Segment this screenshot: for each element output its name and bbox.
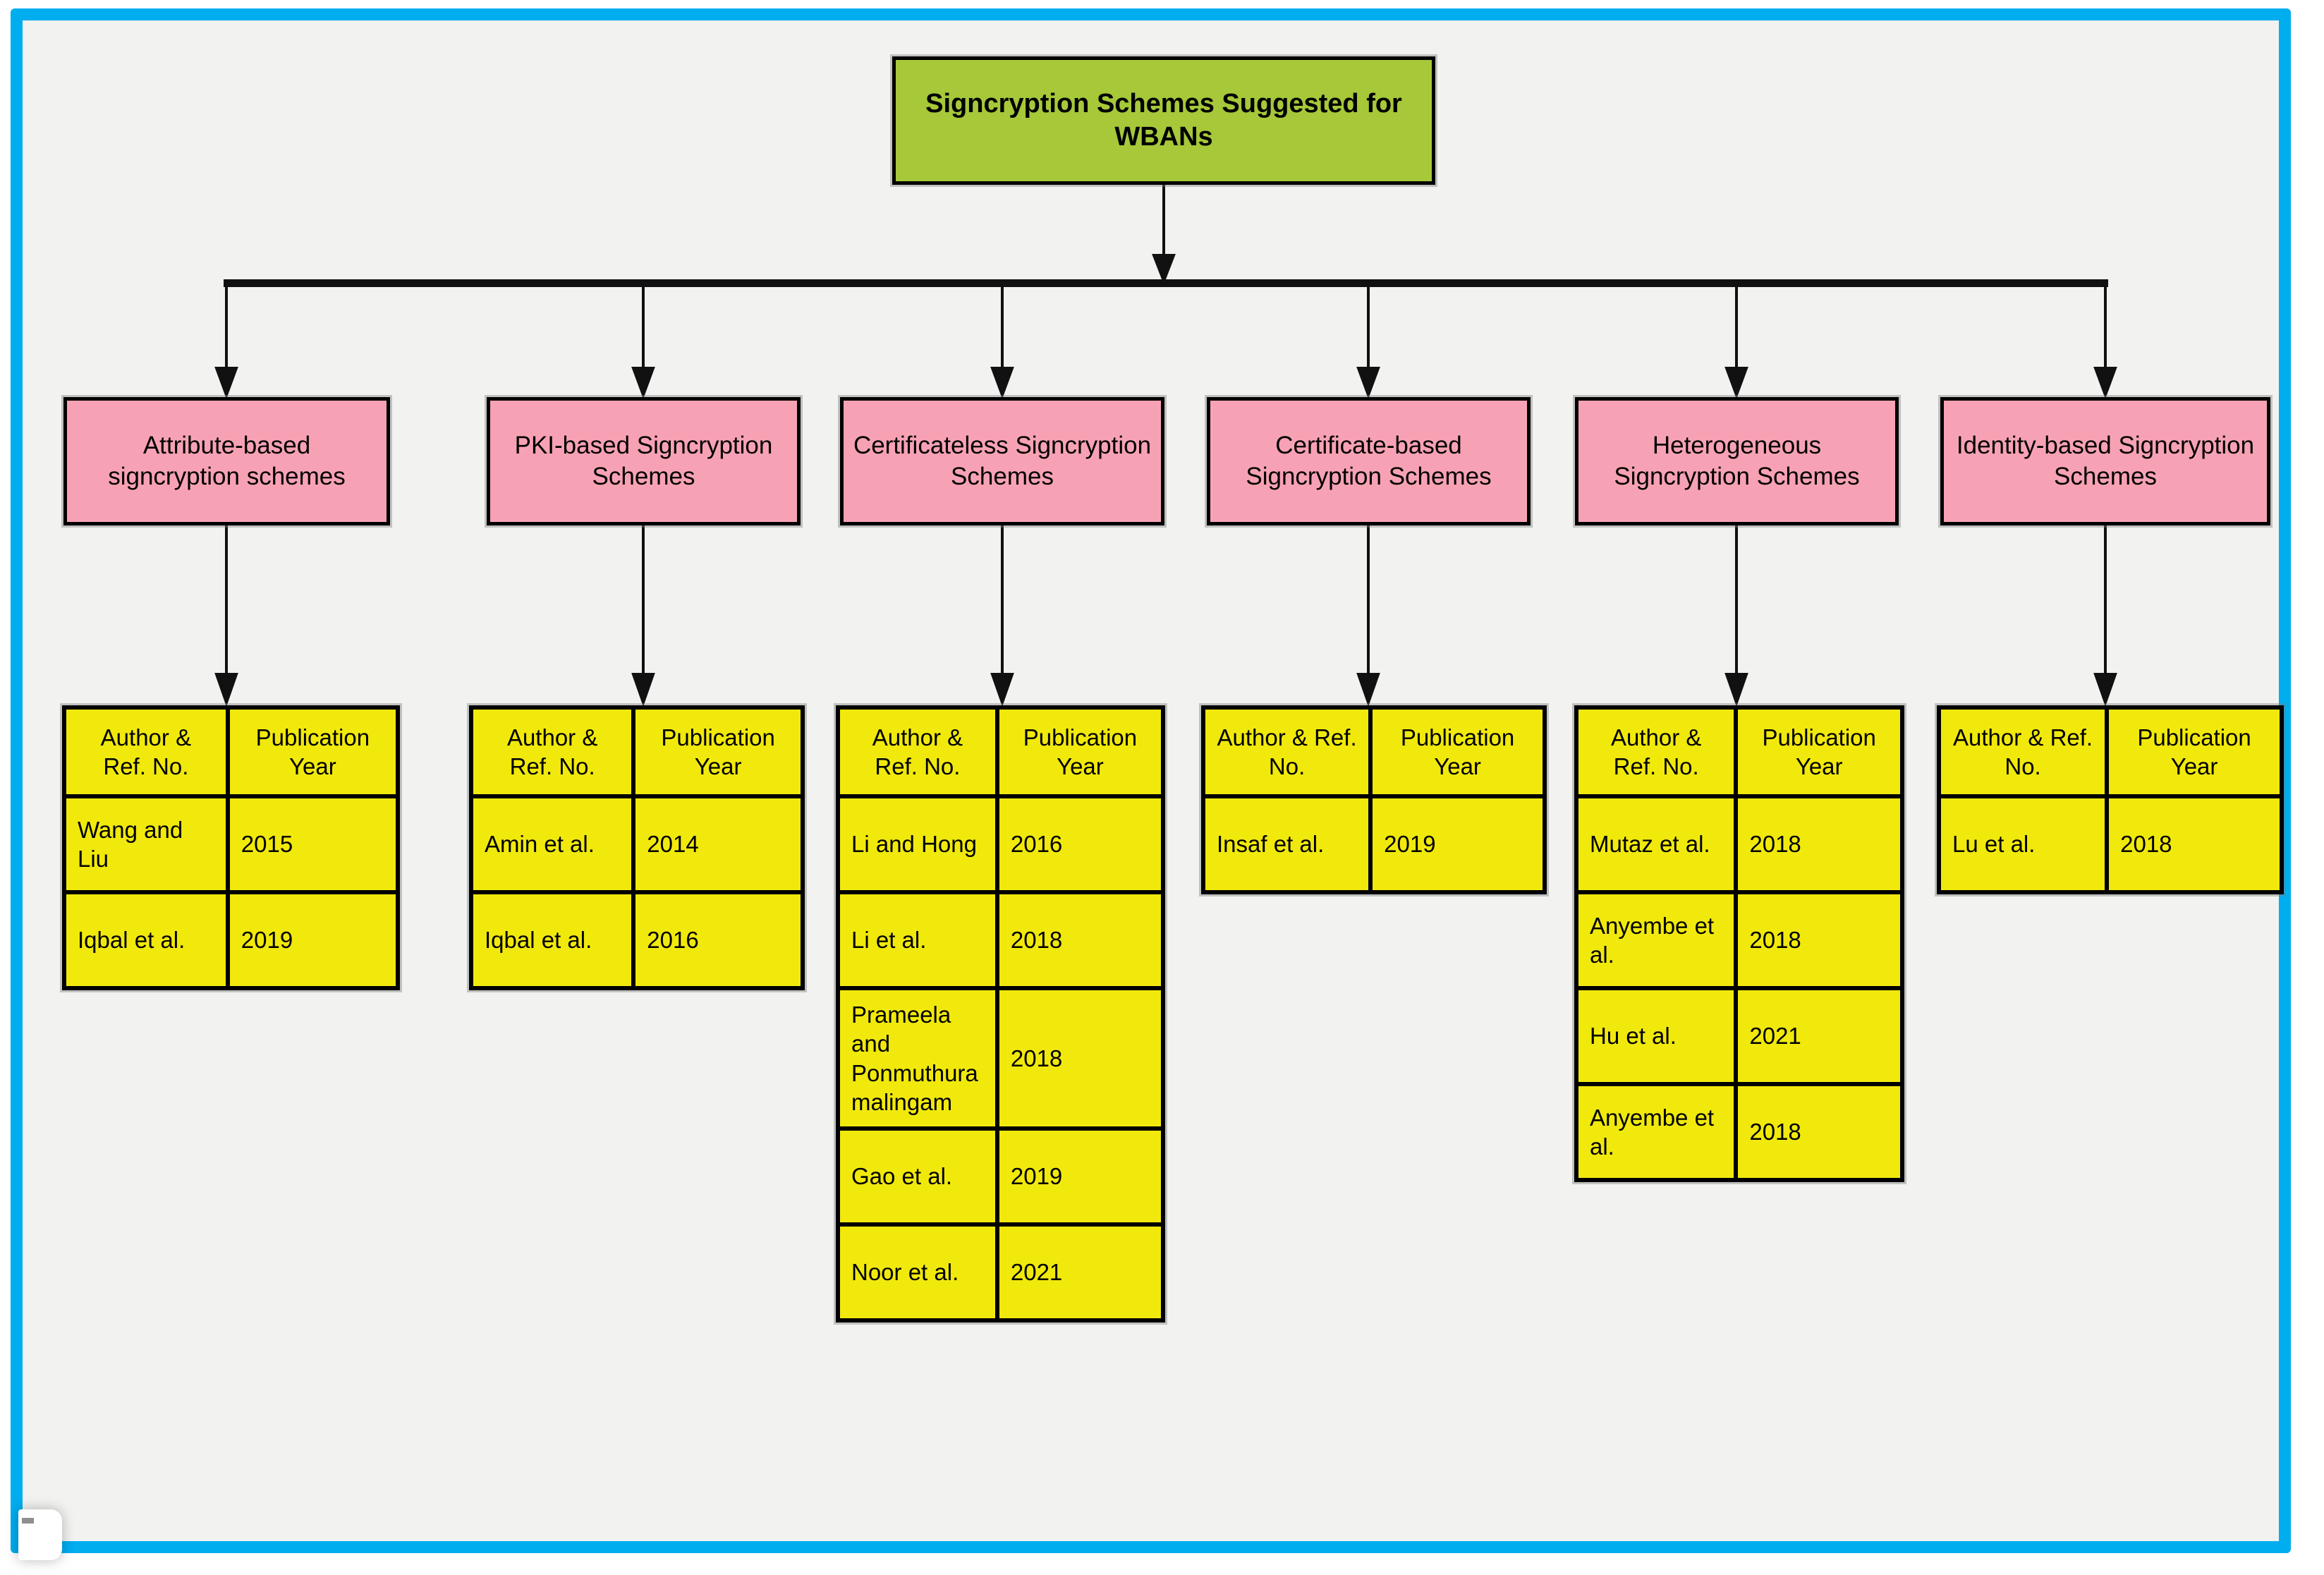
author-header-cell: Author & Ref. No. bbox=[1200, 705, 1373, 798]
year-cell: 2019 bbox=[225, 890, 401, 990]
author-cell: Iqbal et al. bbox=[468, 890, 636, 990]
author-cell: Anyembe et al. bbox=[1574, 890, 1739, 990]
year-cell: 2018 bbox=[1734, 890, 1904, 990]
year-cell: 2018 bbox=[2105, 794, 2284, 894]
table-row: Anyembe et al.2018 bbox=[1574, 1082, 1904, 1182]
table-row: Iqbal et al.2019 bbox=[62, 890, 401, 990]
category-label: Certificate-based Signcryption Schemes bbox=[1246, 432, 1492, 490]
table-header-row: Author & Ref. No.Publication Year bbox=[468, 705, 805, 798]
author-cell: Gao et al. bbox=[836, 1126, 999, 1227]
category-node-pki: PKI-based Signcryption Schemes bbox=[487, 397, 801, 525]
year-cell: 2015 bbox=[225, 794, 401, 894]
author-cell: Prameela and Ponmuthuramalingam bbox=[836, 986, 999, 1131]
category-node-certificateless: Certificateless Signcryption Schemes bbox=[840, 397, 1164, 525]
year-header-cell: Publication Year bbox=[1368, 705, 1547, 798]
root-node: Signcryption Schemes Suggested for WBANs bbox=[892, 56, 1435, 185]
author-cell: Mutaz et al. bbox=[1574, 794, 1739, 894]
table-header-row: Author & Ref. No.Publication Year bbox=[1574, 705, 1904, 798]
author-header-cell: Author & Ref. No. bbox=[62, 705, 230, 798]
year-cell: 2019 bbox=[994, 1126, 1166, 1227]
table-header-row: Author & Ref. No.Publication Year bbox=[62, 705, 401, 798]
year-cell: 2018 bbox=[994, 986, 1166, 1131]
table-row: Li et al.2018 bbox=[836, 890, 1166, 990]
author-cell: Insaf et al. bbox=[1200, 794, 1373, 894]
year-header-cell: Publication Year bbox=[631, 705, 805, 798]
corner-popup-artifact bbox=[18, 1509, 62, 1560]
table-row: Gao et al.2019 bbox=[836, 1126, 1166, 1227]
year-cell: 2021 bbox=[1734, 986, 1904, 1086]
category-node-attribute: Attribute-based signcryption schemes bbox=[63, 397, 390, 525]
table-header-row: Author & Ref. No.Publication Year bbox=[836, 705, 1166, 798]
category-label: Attribute-based signcryption schemes bbox=[108, 432, 346, 490]
table-header-row: Author & Ref. No.Publication Year bbox=[1936, 705, 2284, 798]
author-cell: Iqbal et al. bbox=[62, 890, 230, 990]
year-cell: 2021 bbox=[994, 1222, 1166, 1322]
year-header-cell: Publication Year bbox=[994, 705, 1166, 798]
table-header-row: Author & Ref. No.Publication Year bbox=[1200, 705, 1547, 798]
author-cell: Anyembe et al. bbox=[1574, 1082, 1739, 1182]
author-cell: Li and Hong bbox=[836, 794, 999, 894]
author-header-cell: Author & Ref. No. bbox=[468, 705, 636, 798]
author-cell: Wang and Liu bbox=[62, 794, 230, 894]
category-label: Identity-based Signcryption Schemes bbox=[1956, 432, 2255, 490]
table-row: Amin et al.2014 bbox=[468, 794, 805, 894]
author-header-cell: Author & Ref. No. bbox=[1574, 705, 1739, 798]
year-cell: 2018 bbox=[994, 890, 1166, 990]
category-node-certificate: Certificate-based Signcryption Schemes bbox=[1207, 397, 1531, 525]
author-cell: Noor et al. bbox=[836, 1222, 999, 1322]
author-cell: Amin et al. bbox=[468, 794, 636, 894]
table-row: Iqbal et al.2016 bbox=[468, 890, 805, 990]
year-cell: 2014 bbox=[631, 794, 805, 894]
table-row: Mutaz et al.2018 bbox=[1574, 794, 1904, 894]
author-header-cell: Author & Ref. No. bbox=[836, 705, 999, 798]
author-cell: Lu et al. bbox=[1936, 794, 2110, 894]
year-cell: 2019 bbox=[1368, 794, 1547, 894]
table-row: Hu et al.2021 bbox=[1574, 986, 1904, 1086]
category-node-identity: Identity-based Signcryption Schemes bbox=[1940, 397, 2270, 525]
root-node-label: Signcryption Schemes Suggested for WBANs bbox=[925, 88, 1402, 152]
author-cell: Hu et al. bbox=[1574, 986, 1739, 1086]
table-row: Anyembe et al.2018 bbox=[1574, 890, 1904, 990]
table-row: Noor et al.2021 bbox=[836, 1222, 1166, 1322]
category-label: Heterogeneous Signcryption Schemes bbox=[1614, 432, 1860, 490]
year-header-cell: Publication Year bbox=[225, 705, 401, 798]
year-header-cell: Publication Year bbox=[1734, 705, 1904, 798]
table-row: Lu et al.2018 bbox=[1936, 794, 2284, 894]
year-cell: 2018 bbox=[1734, 1082, 1904, 1182]
year-header-cell: Publication Year bbox=[2105, 705, 2284, 798]
author-cell: Li et al. bbox=[836, 890, 999, 990]
category-label: PKI-based Signcryption Schemes bbox=[514, 432, 773, 490]
year-cell: 2016 bbox=[631, 890, 805, 990]
category-label: Certificateless Signcryption Schemes bbox=[853, 432, 1152, 490]
table-row: Insaf et al.2019 bbox=[1200, 794, 1547, 894]
year-cell: 2018 bbox=[1734, 794, 1904, 894]
category-node-heterogeneous: Heterogeneous Signcryption Schemes bbox=[1575, 397, 1899, 525]
popup-mark bbox=[22, 1518, 34, 1524]
author-header-cell: Author & Ref. No. bbox=[1936, 705, 2110, 798]
year-cell: 2016 bbox=[994, 794, 1166, 894]
